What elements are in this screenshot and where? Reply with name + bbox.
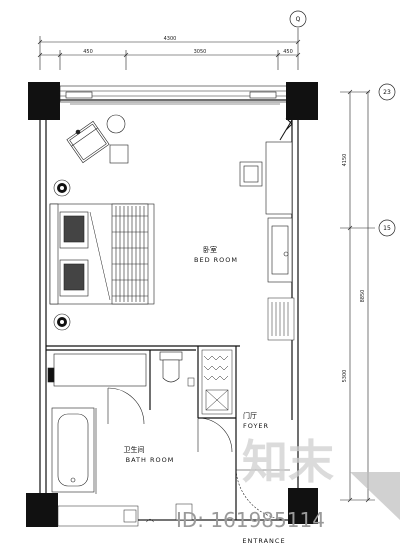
wall-tv-unit (267, 217, 293, 283)
dim-top-left: 450 (83, 49, 93, 55)
luggage-rack (267, 297, 295, 341)
toilet (159, 351, 183, 383)
grid-bubble-23: 23 (378, 83, 396, 101)
shower-wardrobe (201, 349, 233, 415)
dim-right-total: 8850 (360, 290, 366, 303)
bathroom-label-en: BATH ROOM (126, 456, 175, 464)
side-table-round (106, 114, 126, 134)
lounge-chair (66, 120, 110, 164)
vanity-counter (47, 353, 147, 387)
grid-label-q: Q (296, 16, 301, 23)
top-dimension-chain (37, 28, 301, 70)
toilet-paper (187, 377, 195, 387)
partition-walls (46, 345, 240, 520)
bed (49, 203, 155, 305)
bedroom-label-en: BED ROOM (194, 256, 238, 264)
bedroom-label-cn: 卧室 (203, 245, 217, 254)
bathroom-label-cn: 卫生间 (124, 445, 145, 454)
watermark-brand: 知末 (242, 435, 334, 489)
corner-lamp (279, 117, 293, 141)
watermark-logo: 知末 (242, 435, 400, 520)
grid-bubble-15: 15 (378, 219, 396, 237)
structural-columns (26, 82, 318, 527)
entrance-label: ENTRANCE (242, 537, 285, 545)
window-top (59, 85, 289, 105)
ottoman (109, 144, 129, 164)
foyer-label-cn: 门厅 (243, 411, 257, 420)
dim-top-mid: 3050 (194, 49, 207, 55)
grid-label-15: 15 (383, 225, 391, 232)
nightstand-lamp-lower (53, 313, 71, 331)
nightstand-lamp-upper (53, 179, 71, 197)
bathroom-door (107, 387, 145, 425)
bathtub (51, 407, 95, 493)
watermark-id: ID: 161985114 (176, 508, 325, 532)
bottom-fixtures (57, 503, 236, 527)
dim-top-total: 4300 (164, 36, 177, 42)
dim-right-lower: 5300 (342, 370, 348, 383)
grid-bubble-q: Q (289, 10, 307, 28)
foyer-door (197, 417, 233, 453)
dim-right-upper: 4150 (342, 154, 348, 167)
desk (239, 141, 293, 215)
entrance-door (235, 469, 291, 521)
dim-top-right: 450 (283, 49, 293, 55)
grid-label-23: 23 (383, 89, 391, 96)
foyer-label-en: FOYER (243, 422, 269, 430)
right-dimension-chain (340, 89, 375, 503)
